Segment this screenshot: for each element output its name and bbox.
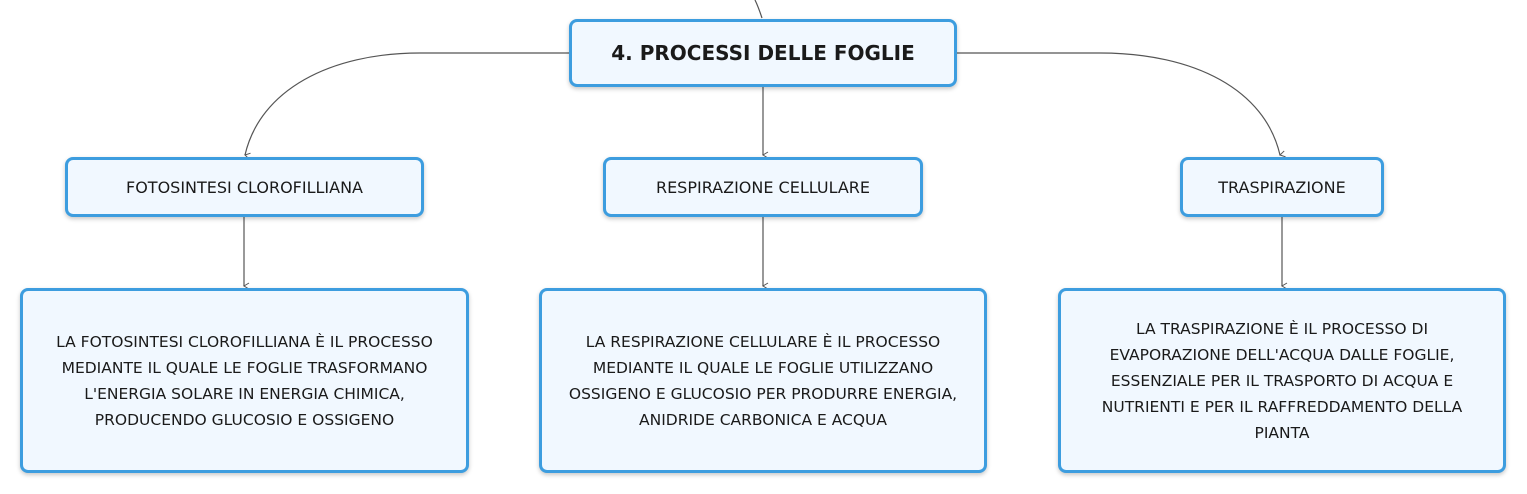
leaf-node-fotosintesi[interactable]: LA FOTOSINTESI CLOROFILLIANA È IL PROCES… — [20, 288, 469, 473]
leaf-node-respirazione[interactable]: LA RESPIRAZIONE CELLULARE È IL PROCESSO … — [539, 288, 987, 473]
root-node[interactable]: 4. PROCESSI DELLE FOGLIE — [569, 19, 957, 87]
connector-root-branch-1 — [244, 52, 569, 160]
branch-node-label: RESPIRAZIONE CELLULARE — [655, 177, 871, 197]
branch-node-respirazione[interactable]: RESPIRAZIONE CELLULARE — [603, 157, 923, 217]
leaf-node-description: LA TRASPIRAZIONE È IL PROCESSO DI EVAPOR… — [1101, 319, 1463, 442]
leaf-node-traspirazione[interactable]: LA TRASPIRAZIONE È IL PROCESSO DI EVAPOR… — [1058, 288, 1506, 473]
leaf-node-description: LA RESPIRAZIONE CELLULARE È IL PROCESSO … — [568, 332, 958, 429]
branch-node-traspirazione[interactable]: TRASPIRAZIONE — [1180, 157, 1384, 217]
branch-node-label: FOTOSINTESI CLOROFILLIANA — [126, 177, 363, 197]
branch-node-label: TRASPIRAZIONE — [1218, 177, 1346, 197]
connector-incoming — [754, 0, 763, 19]
root-node-label: 4. PROCESSI DELLE FOGLIE — [611, 41, 915, 65]
connector-root-branch-3 — [957, 52, 1286, 158]
leaf-node-description: LA FOTOSINTESI CLOROFILLIANA È IL PROCES… — [56, 332, 433, 429]
branch-node-fotosintesi[interactable]: FOTOSINTESI CLOROFILLIANA — [65, 157, 424, 217]
